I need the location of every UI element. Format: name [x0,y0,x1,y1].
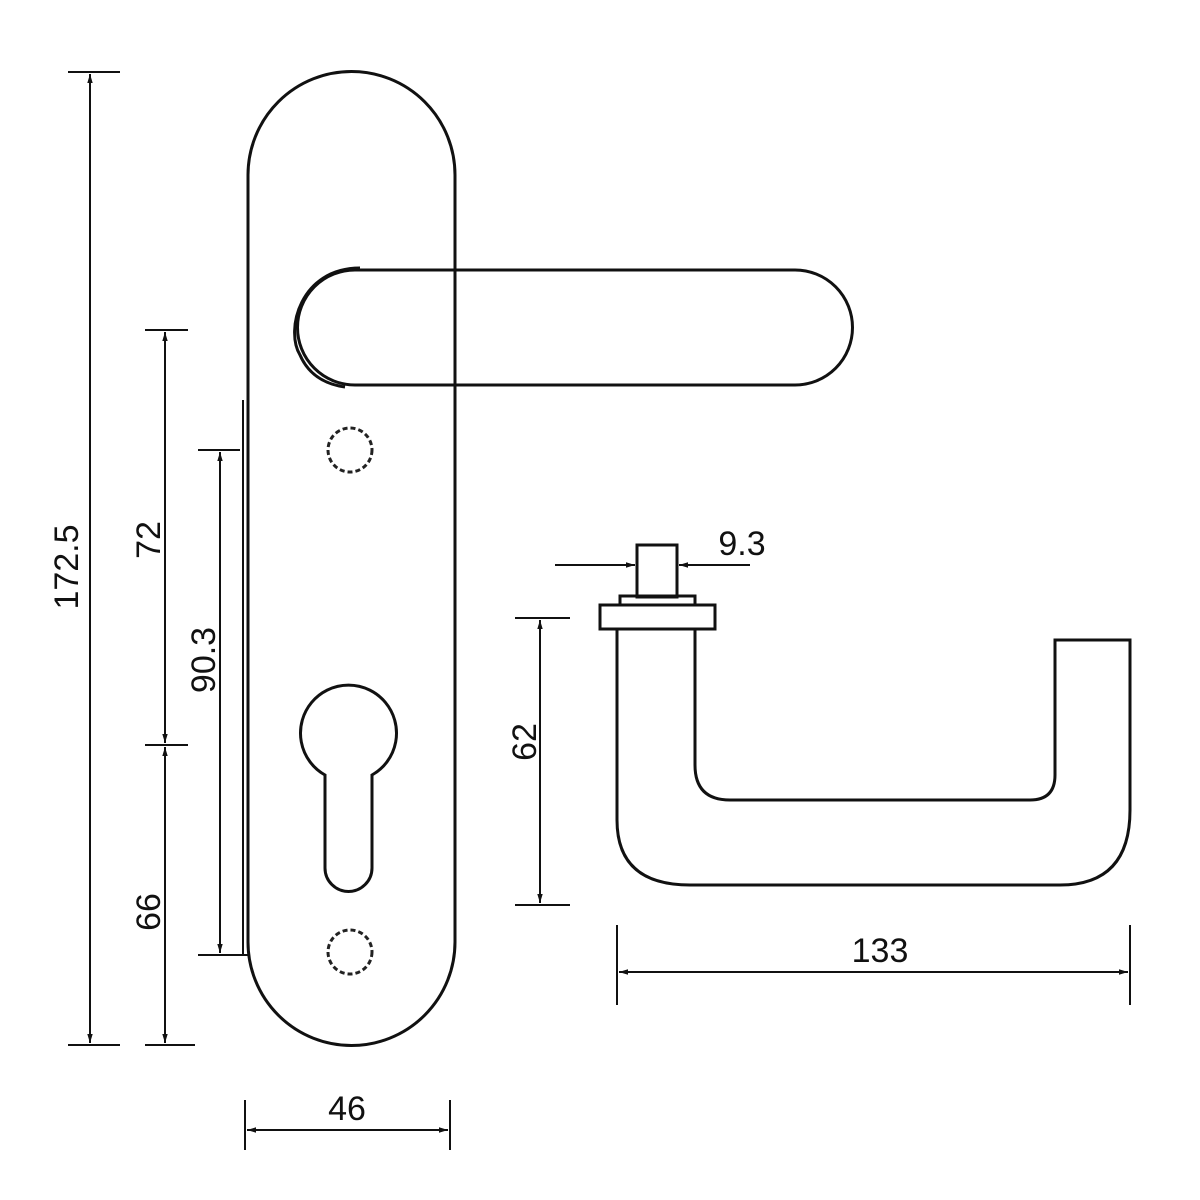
dimension-projection: 62 [506,617,570,906]
screw-hole-top [326,426,374,474]
dim-label-62: 62 [506,723,544,761]
backplate [246,70,457,1047]
dimension-overall-height: 172.5 [48,71,120,1046]
dimension-plate-width: 46 [244,1090,451,1150]
dim-label-46: 46 [328,1090,366,1128]
dim-label-9-3: 9.3 [718,525,765,563]
dim-label-172-5: 172.5 [48,524,86,609]
cylinder-keyhole [299,683,398,893]
dim-label-133: 133 [852,932,909,970]
lever-side-view [598,543,1132,887]
lever-front-view [293,266,854,389]
dimension-72-66: 72 66 [130,329,195,1046]
dimension-screw-spacing: 90.3 [185,400,248,956]
dim-label-90-3: 90.3 [185,627,223,693]
dim-label-72: 72 [130,521,168,559]
dimension-spindle: 9.3 [555,525,766,568]
dim-label-66: 66 [130,893,168,931]
dimension-handle-length: 133 [616,925,1131,1005]
screw-hole-bottom [326,928,374,976]
